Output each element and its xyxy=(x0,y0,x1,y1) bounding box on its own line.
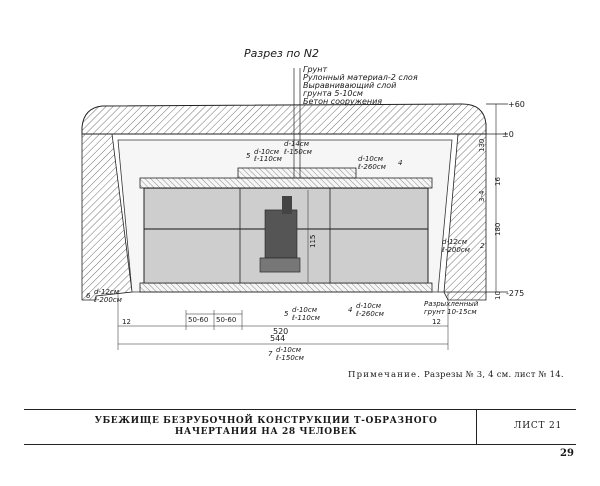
earth-mound xyxy=(81,103,487,135)
side-left-d12: d-12см xyxy=(94,288,120,296)
dim-520: 520 xyxy=(273,327,288,336)
roof-label-d14: d-14см xyxy=(284,140,310,148)
dim-50-60-a: 50-60 xyxy=(188,316,208,324)
dim-130: 130 xyxy=(478,139,486,152)
stove-figure xyxy=(264,209,298,259)
side-right-l200: ℓ-200см xyxy=(441,246,471,254)
dim-16: 16 xyxy=(494,177,502,186)
ground-note-1: Разрыхленный xyxy=(424,300,479,308)
elevation-zero: ±0 xyxy=(502,130,514,139)
dim-544: 544 xyxy=(270,334,285,343)
floor-num-5: 5 xyxy=(284,310,289,318)
left-roof-l110: ℓ-110см xyxy=(253,155,283,163)
left-roof-d10: d-10см xyxy=(254,148,280,156)
bottom-num: 7 xyxy=(268,350,273,358)
earth-right-wall xyxy=(443,133,487,301)
roof-label-num: 4 xyxy=(398,159,402,167)
page-number: 29 xyxy=(560,448,574,459)
title-block-title: УБЕЖИЩЕ БЕЗРУБОЧНОЙ КОНСТРУКЦИИ Т-ОБРАЗН… xyxy=(76,416,456,438)
drawing-note: Примечание. Разрезы № 3, 4 см. лист № 14… xyxy=(348,370,564,380)
title-block-divider xyxy=(476,410,477,444)
dim-50-60-b: 50-60 xyxy=(216,316,236,324)
section-title: Разрез по N2 xyxy=(244,47,319,60)
elevation-bottom: -275 xyxy=(506,289,524,298)
title-line-1: УБЕЖИЩЕ БЕЗРУБОЧНОЙ КОНСТРУКЦИИ Т-ОБРАЗН… xyxy=(94,416,438,426)
bottom-l150: ℓ-150см xyxy=(275,354,305,362)
elevation-top: +60 xyxy=(508,100,525,109)
dim-180: 180 xyxy=(494,223,502,236)
layer-label-4: грунта 5-10см xyxy=(303,89,363,98)
floor-l260: ℓ-260см xyxy=(355,310,385,318)
title-block: УБЕЖИЩЕ БЕЗРУБОЧНОЙ КОНСТРУКЦИИ Т-ОБРАЗН… xyxy=(24,409,576,445)
layer-label-2: Рулонный материал-2 слоя xyxy=(303,73,418,82)
roof-logs xyxy=(139,177,433,189)
bottom-d10: d-10см xyxy=(276,346,302,354)
layer-label-1: Грунт xyxy=(303,65,328,74)
title-line-2: НАЧЕРТАНИЯ НА 28 ЧЕЛОВЕК xyxy=(174,427,358,437)
layer-label-5: Бетон сооружения xyxy=(303,97,382,106)
dim-12-right: 12 xyxy=(432,318,441,326)
dim-3-4: 3-4 xyxy=(478,190,486,202)
floor-l110: ℓ-110см xyxy=(291,314,321,322)
floor-num-4: 4 xyxy=(348,306,352,314)
layer-label-3: Выравнивающий слой xyxy=(303,81,396,90)
sheet-number: ЛИСТ 21 xyxy=(513,421,563,431)
roof-cap xyxy=(237,167,357,179)
dim-12-left: 12 xyxy=(122,318,131,326)
side-left-num: 6 xyxy=(86,292,91,300)
earth-left-wall xyxy=(81,133,133,301)
side-right-d12: d-12см xyxy=(442,238,468,246)
dim-115: 115 xyxy=(309,235,317,248)
floor-logs xyxy=(139,282,433,293)
left-roof-num: 5 xyxy=(246,152,251,160)
roof-label-l260: ℓ-260см xyxy=(357,163,387,171)
floor-d10-b: d-10см xyxy=(356,302,382,310)
ground-note-2: грунт 10-15см xyxy=(424,308,477,316)
roof-label-d10: d-10см xyxy=(358,155,384,163)
side-left-l200: ℓ-200см xyxy=(93,296,123,304)
dim-10: 10 xyxy=(494,291,502,300)
note-text: Разрезы № 3, 4 см. лист № 14. xyxy=(424,370,564,380)
note-label: Примечание. xyxy=(348,370,422,380)
side-right-num: 2 xyxy=(480,242,485,250)
roof-label-l150: ℓ-150см xyxy=(283,148,313,156)
floor-d10-a: d-10см xyxy=(292,306,318,314)
